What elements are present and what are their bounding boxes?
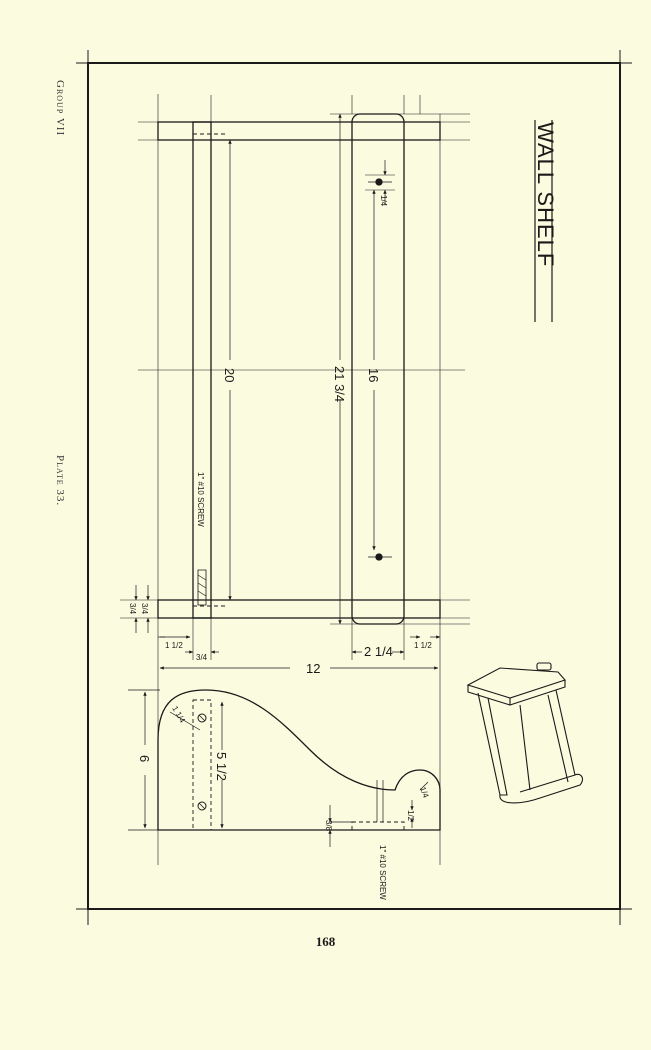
side-view [157, 689, 441, 831]
dim-edge-left: 1 1/2 [165, 641, 183, 650]
dim-cleat-height: 5 1/2 [214, 752, 229, 781]
top-view [157, 113, 441, 625]
dim-rail-thickness: 3/4 [196, 653, 208, 662]
isometric-sketch [466, 662, 584, 804]
dim-radius-left: 1 1/4 [170, 705, 187, 725]
dim-hole-offset: 1/4 [379, 195, 388, 207]
title-block: WALL SHELF [533, 120, 558, 322]
page-number: 168 [315, 934, 336, 949]
drawing-title: WALL SHELF [533, 122, 558, 267]
plate-label: Plate 33. [54, 455, 66, 507]
dimension-lines [134, 113, 441, 670]
side-dimension-lines [128, 689, 429, 847]
dim-thickness-bottom: 3/4 [140, 603, 149, 615]
extension-lines [120, 94, 470, 865]
dim-inset-right: 2 1/4 [364, 644, 393, 659]
dim-radius-right: 1/4 [418, 786, 430, 800]
dim-height: 6 [137, 755, 152, 762]
end-profile [157, 689, 441, 831]
cleat [192, 699, 212, 831]
dim-small-right: 1/2 [406, 810, 415, 822]
dim-shelf-length: 21 3/4 [332, 366, 347, 402]
dim-hole-spacing: 16 [366, 368, 381, 382]
border-frame [76, 50, 632, 925]
end-board-top [157, 121, 441, 141]
dim-thickness-left: 3/4 [128, 603, 137, 615]
dim-dado-depth: 3/8 [324, 820, 333, 832]
note-screw-bottom: 1" #10 SCREW [378, 845, 387, 900]
group-label: Group VII [54, 80, 66, 137]
note-screw-top: 1" #10 SCREW [196, 472, 205, 527]
dim-overall-length: 20 [222, 368, 237, 382]
dim-board-width: 12 [306, 661, 320, 676]
dim-edge-right: 1 1/2 [414, 641, 432, 650]
end-board-bottom [157, 599, 441, 619]
